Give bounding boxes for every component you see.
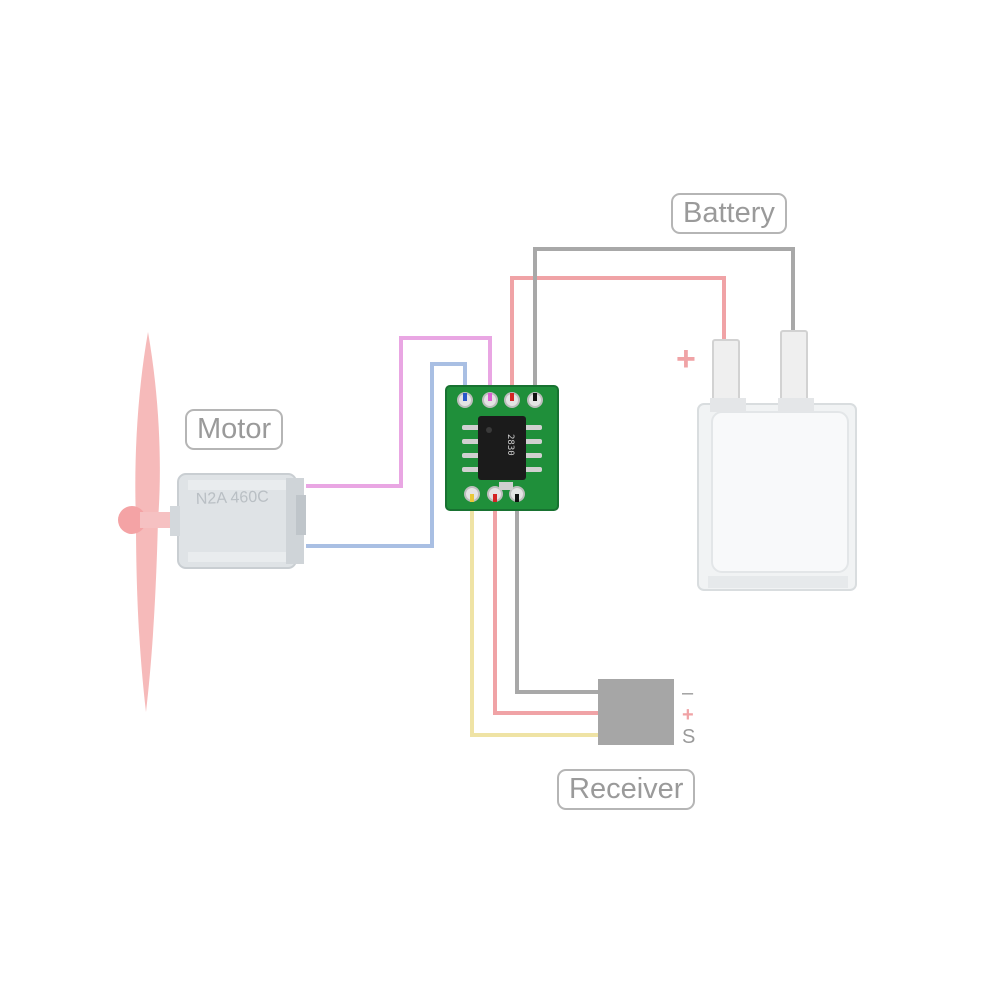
receiver-connector [598,679,674,745]
battery [697,330,857,591]
motor-marking: N2A 460C [196,488,269,508]
battery-wire-gray [533,247,795,396]
battery-wire-red [510,276,726,396]
receiver-pin-minus: – [682,682,694,704]
motor-label: Motor [185,409,284,450]
receiver-pin-plus: + [682,704,694,726]
chip-marking: 2830 [505,434,515,456]
receiver-pin-signal: S [682,726,695,748]
motor-wire-blue [306,362,467,548]
battery-positive-tab [712,339,740,407]
propeller [118,332,180,712]
battery-negative-tab [780,330,808,407]
receiver-wire-gray [515,498,598,694]
receiver-wire-yellow [470,498,598,737]
motor-wire-pink [306,336,492,488]
motor-body: N2A 460C [170,473,306,569]
battery-label: Battery [671,193,787,234]
receiver-label: Receiver [557,769,696,810]
receiver-wire-red [493,498,598,715]
battery-plus-sign: + [676,340,696,378]
esc-board: 2830 [445,385,559,511]
